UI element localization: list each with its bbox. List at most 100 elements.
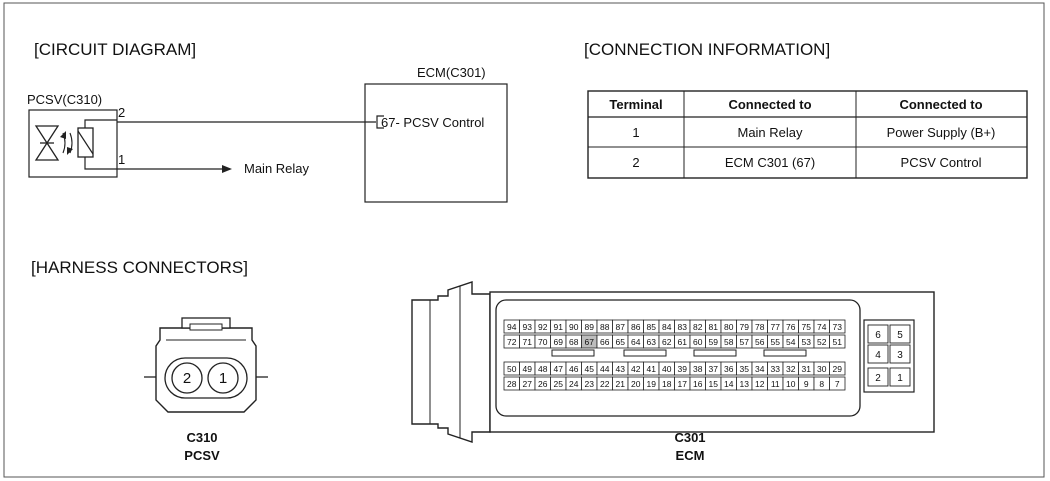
c301-pin-label: 58 [724,337,734,347]
pcsv-component [28,109,118,178]
c301-pin-label: 65 [616,337,626,347]
c301-pin-label: 79 [740,322,750,332]
c301-pin-label: 47 [554,364,564,374]
c310-connector [144,317,268,413]
table-cell: Main Relay [737,125,803,140]
c301-pin-label: 81 [709,322,719,332]
c301-pin-label: 73 [833,322,843,332]
c301-side-pin-label: 1 [897,373,903,384]
c301-pin-label: 56 [755,337,765,347]
c301-pin-label: 71 [523,337,533,347]
c301-pin-label: 21 [616,379,626,389]
c301-side-pin-cell [889,344,911,364]
c301-pin-label: 20 [631,379,641,389]
c301-pin-label: 80 [724,322,734,332]
c301-pin-label: 36 [724,364,734,374]
table-cell: Power Supply (B+) [887,125,996,140]
c301-pin-label: 43 [616,364,626,374]
c301-pin-label: 72 [507,337,517,347]
c310-code: C310 [186,430,217,445]
c301-pin-label: 34 [755,364,765,374]
c301-pin-label: 31 [802,364,812,374]
c301-pin-label: 25 [554,379,564,389]
table-cell: PCSV Control [901,155,982,170]
main-relay-label: Main Relay [244,161,310,176]
connection-table: Terminal Connected to Connected to 1 Mai… [587,90,1028,179]
table-cell: ECM C301 (67) [725,155,815,170]
c301-name: ECM [676,448,705,463]
c301-pin-label: 17 [678,379,688,389]
c301-side-pin-label: 2 [875,373,881,384]
connection-info-title: [CONNECTION INFORMATION] [584,40,830,59]
c301-pin-label: 68 [569,337,579,347]
c301-pin-label: 33 [771,364,781,374]
c301-pin-label: 48 [538,364,548,374]
c301-pin-label: 63 [647,337,657,347]
table-cell: 1 [632,125,639,140]
c301-pin-label: 9 [804,379,809,389]
c301-pin-label: 24 [569,379,579,389]
c301-pin-label: 50 [507,364,517,374]
c301-pin-label: 37 [709,364,719,374]
c301-pin-label: 19 [647,379,657,389]
c301-pin-label: 93 [523,322,533,332]
c301-pin-label: 12 [755,379,765,389]
c301-code: C301 [674,430,705,445]
circuit-diagram-title: [CIRCUIT DIAGRAM] [34,40,196,59]
c301-pin-label: 61 [678,337,688,347]
c301-pin-label: 14 [724,379,734,389]
c301-pin-cell [829,319,846,334]
outer-frame [3,2,1045,478]
c301-pin-label: 46 [569,364,579,374]
c301-pin-label: 84 [662,322,672,332]
c301-pin-label: 29 [833,364,843,374]
c301-pin-label: 52 [817,337,827,347]
pcsv-pin1-label: 1 [118,152,125,167]
c301-pin-label: 62 [662,337,672,347]
c310-name: PCSV [184,448,220,463]
c301-pin-label: 78 [755,322,765,332]
c301-pin-label: 67 [585,337,595,347]
c301-pin-label: 28 [507,379,517,389]
c301-pin-label: 41 [647,364,657,374]
c301-pin-label: 35 [740,364,750,374]
c301-pin-label: 16 [693,379,703,389]
c301-side-pin-label: 4 [875,350,881,361]
c301-pin-label: 83 [678,322,688,332]
c301-pin-label: 90 [569,322,579,332]
c301-pin-label: 77 [771,322,781,332]
harness-connectors-title: [HARNESS CONNECTORS] [31,258,248,277]
c301-pin-label: 10 [786,379,796,389]
c301-pin-label: 70 [538,337,548,347]
table-header-terminal: Terminal [609,97,662,112]
c301-pin-label: 18 [662,379,672,389]
c301-pin-label: 32 [786,364,796,374]
table-header-connected-to-2: Connected to [899,97,982,112]
c301-pin-label: 86 [631,322,641,332]
c301-pin-label: 66 [600,337,610,347]
c301-pin-label: 13 [740,379,750,389]
c301-pin-label: 8 [819,379,824,389]
pcsv-label: PCSV(C310) [27,92,102,107]
table-header-connected-to-1: Connected to [728,97,811,112]
c301-pin-label: 91 [554,322,564,332]
c301-pin-label: 11 [771,379,780,389]
c301-pin-label: 69 [554,337,564,347]
c310-pin: 1 [219,370,227,387]
c301-pin-label: 92 [538,322,548,332]
c301-pin-label: 89 [585,322,595,332]
c301-side-pin-cell [867,324,889,344]
pcsv-pin2-label: 2 [118,105,125,120]
c310-pin: 2 [183,370,191,387]
c301-side-pin-label: 6 [875,330,881,341]
ecm-pin-text: 67- PCSV Control [381,115,484,130]
arrow-icon [222,165,232,173]
c301-pin-cell [829,361,846,376]
c301-pin-label: 57 [740,337,750,347]
c301-pin-label: 42 [631,364,641,374]
c301-pin-label: 26 [538,379,548,389]
c301-pin-label: 44 [600,364,610,374]
c301-pin-label: 87 [616,322,626,332]
